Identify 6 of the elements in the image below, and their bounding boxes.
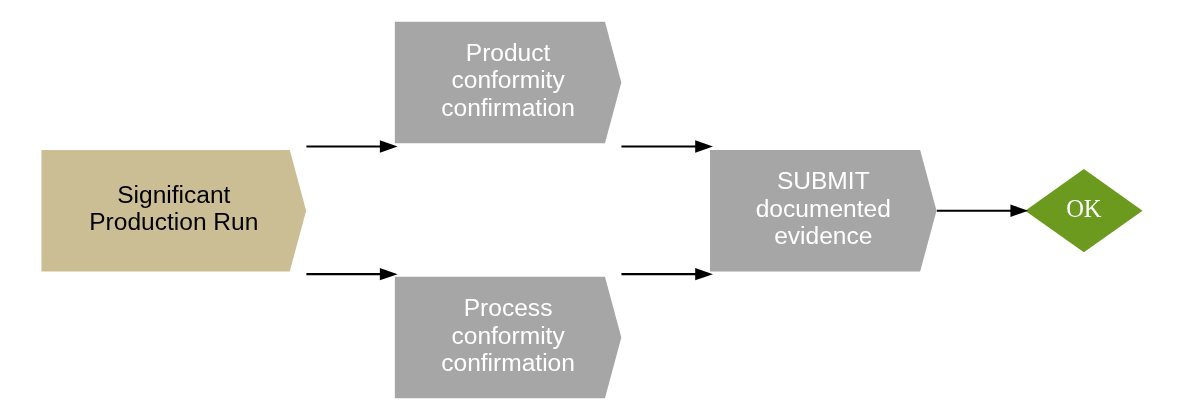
arrow [936, 204, 1028, 217]
arrow [305, 140, 398, 153]
arrow [620, 140, 713, 153]
arrow [620, 267, 713, 281]
node-diamond: OK [1024, 169, 1143, 253]
arrow [305, 267, 398, 281]
